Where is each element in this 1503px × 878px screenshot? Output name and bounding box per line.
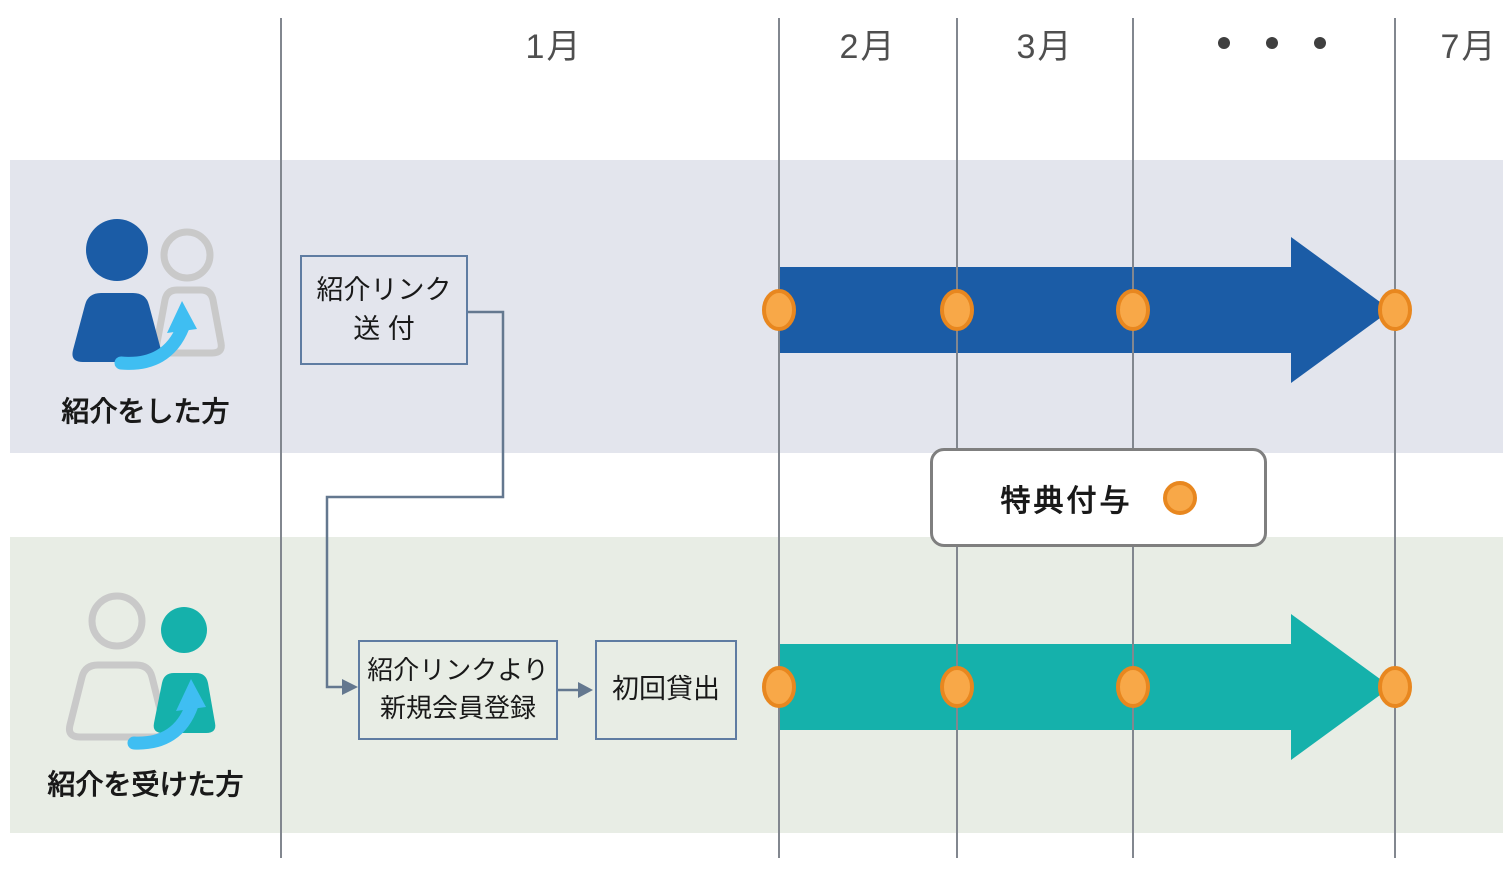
reward-marker-icon <box>1162 480 1197 515</box>
referrer-lane-label: 紹介をした方 <box>61 396 230 427</box>
gray-person-body <box>66 661 168 741</box>
step-text-line: 新規会員登録 <box>379 693 536 723</box>
step-text-line: 初回貸出 <box>612 674 720 705</box>
month-ellipsis <box>1133 20 1395 66</box>
step-text-line: 紹介リンク <box>316 274 452 305</box>
referrer-people-icon <box>55 205 245 375</box>
step-text-line: 紹介リンクより <box>367 655 549 686</box>
month-label-jan: 1月 <box>525 27 583 66</box>
blue-person-body <box>72 293 162 362</box>
step-box-first-loan: 初回貸出 <box>595 640 737 740</box>
step-box-send-referral-link: 紹介リンク 送 付 <box>300 255 468 365</box>
referred-people-icon <box>42 585 242 755</box>
step-text-line: 送 付 <box>353 314 415 344</box>
month-label-mar: 3月 <box>1016 27 1074 66</box>
referral-swoosh-arrowhead <box>176 679 206 711</box>
ellipsis-dot <box>1266 37 1278 49</box>
teal-person-head <box>161 607 207 653</box>
month-label-jul: 7月 <box>1440 27 1498 66</box>
month-label-feb: 2月 <box>839 27 897 66</box>
referral-swoosh-arrow <box>114 320 190 370</box>
referred-lane-label: 紹介を受けた方 <box>47 769 244 800</box>
step-box-register-via-link: 紹介リンクより 新規会員登録 <box>358 640 558 740</box>
ellipsis-dot <box>1314 37 1326 49</box>
referral-swoosh-arrowhead <box>167 301 197 333</box>
reward-legend-box: 特典付与 <box>930 448 1267 547</box>
gray-person-head <box>88 592 146 650</box>
gray-person-head <box>160 228 214 282</box>
referral-swoosh-arrow <box>127 698 199 750</box>
ellipsis-dot <box>1218 37 1230 49</box>
reward-legend-label: 特典付与 <box>1000 484 1133 518</box>
blue-person-head <box>86 219 148 281</box>
